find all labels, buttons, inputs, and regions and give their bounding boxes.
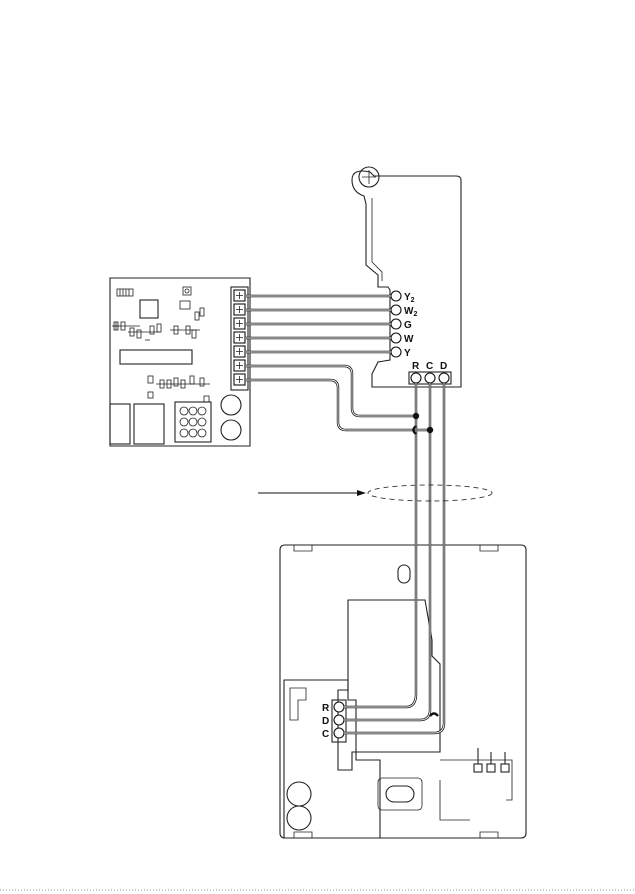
plate-aux-terminal [501, 764, 509, 772]
terminal-label-w2: W2 [404, 306, 417, 318]
thermostat-module: Y2 W2 G W Y R C D [352, 167, 461, 387]
terminal-label-r: R [412, 361, 420, 372]
terminal-label-d: D [440, 361, 447, 372]
plate-label-d: D [322, 716, 329, 727]
plate-aux-terminal [474, 764, 482, 772]
plate-terminals [334, 702, 344, 738]
terminal-label-y2: Y2 [404, 292, 415, 304]
plate-label-c: C [322, 729, 329, 740]
pointer-arrow [258, 490, 366, 496]
terminal-label-y: Y [404, 348, 411, 359]
junction-dot [427, 427, 433, 433]
module-terminals [391, 291, 401, 357]
wall-plate: R D C [280, 545, 526, 838]
terminal-label-g: G [404, 320, 412, 331]
terminal-label-c: C [426, 361, 433, 372]
terminal-label-w: W [404, 334, 414, 345]
board-to-module-wires [245, 296, 391, 352]
module-bottom-terminals [411, 373, 449, 383]
junction-dot [413, 413, 419, 419]
plate-aux-terminal [487, 764, 495, 772]
plate-label-r: R [322, 703, 330, 714]
control-board [110, 278, 250, 446]
